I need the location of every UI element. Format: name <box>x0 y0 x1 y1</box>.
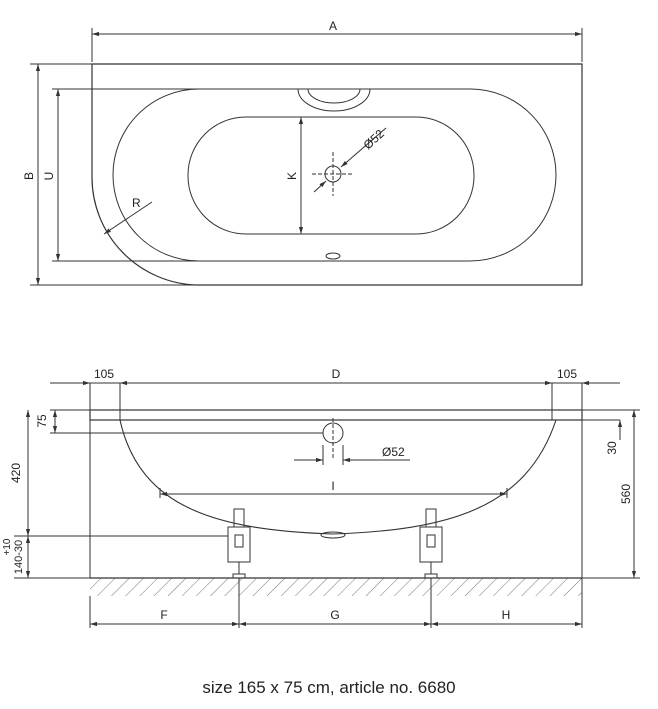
dim-line-R <box>103 201 153 235</box>
label-B: B <box>22 172 36 180</box>
basin-floor <box>187 116 475 235</box>
tap-hole <box>325 252 341 260</box>
label-A: A <box>329 19 337 33</box>
left-support-leg <box>227 508 251 579</box>
caption: size 165 x 75 cm, article no. 6680 <box>202 678 456 697</box>
label-left-offset: 105 <box>94 367 114 381</box>
label-30: 30 <box>605 441 619 455</box>
label-D: D <box>332 367 341 381</box>
label-overflow-diameter: Ø52 <box>382 445 405 459</box>
label-K: K <box>285 172 299 180</box>
label-tolerance: +10 <box>2 538 13 555</box>
top-view <box>30 28 583 286</box>
tub-body <box>119 419 557 535</box>
side-view <box>14 380 640 628</box>
label-F: F <box>160 608 167 622</box>
label-420: 420 <box>9 463 23 483</box>
right-support-leg <box>419 508 443 579</box>
label-U: U <box>42 172 56 181</box>
label-R: R <box>132 196 141 210</box>
label-560: 560 <box>619 484 633 504</box>
tub-rim <box>89 409 583 421</box>
label-right-offset: 105 <box>557 367 577 381</box>
overflow-recess <box>297 88 371 112</box>
label-H: H <box>502 608 511 622</box>
label-I: I <box>331 479 334 493</box>
floor-hatch <box>90 578 582 596</box>
label-rim-75: 75 <box>35 414 49 428</box>
basin-rim <box>112 88 557 262</box>
label-G: G <box>330 608 339 622</box>
label-leg-height: 140-30 <box>13 540 25 574</box>
